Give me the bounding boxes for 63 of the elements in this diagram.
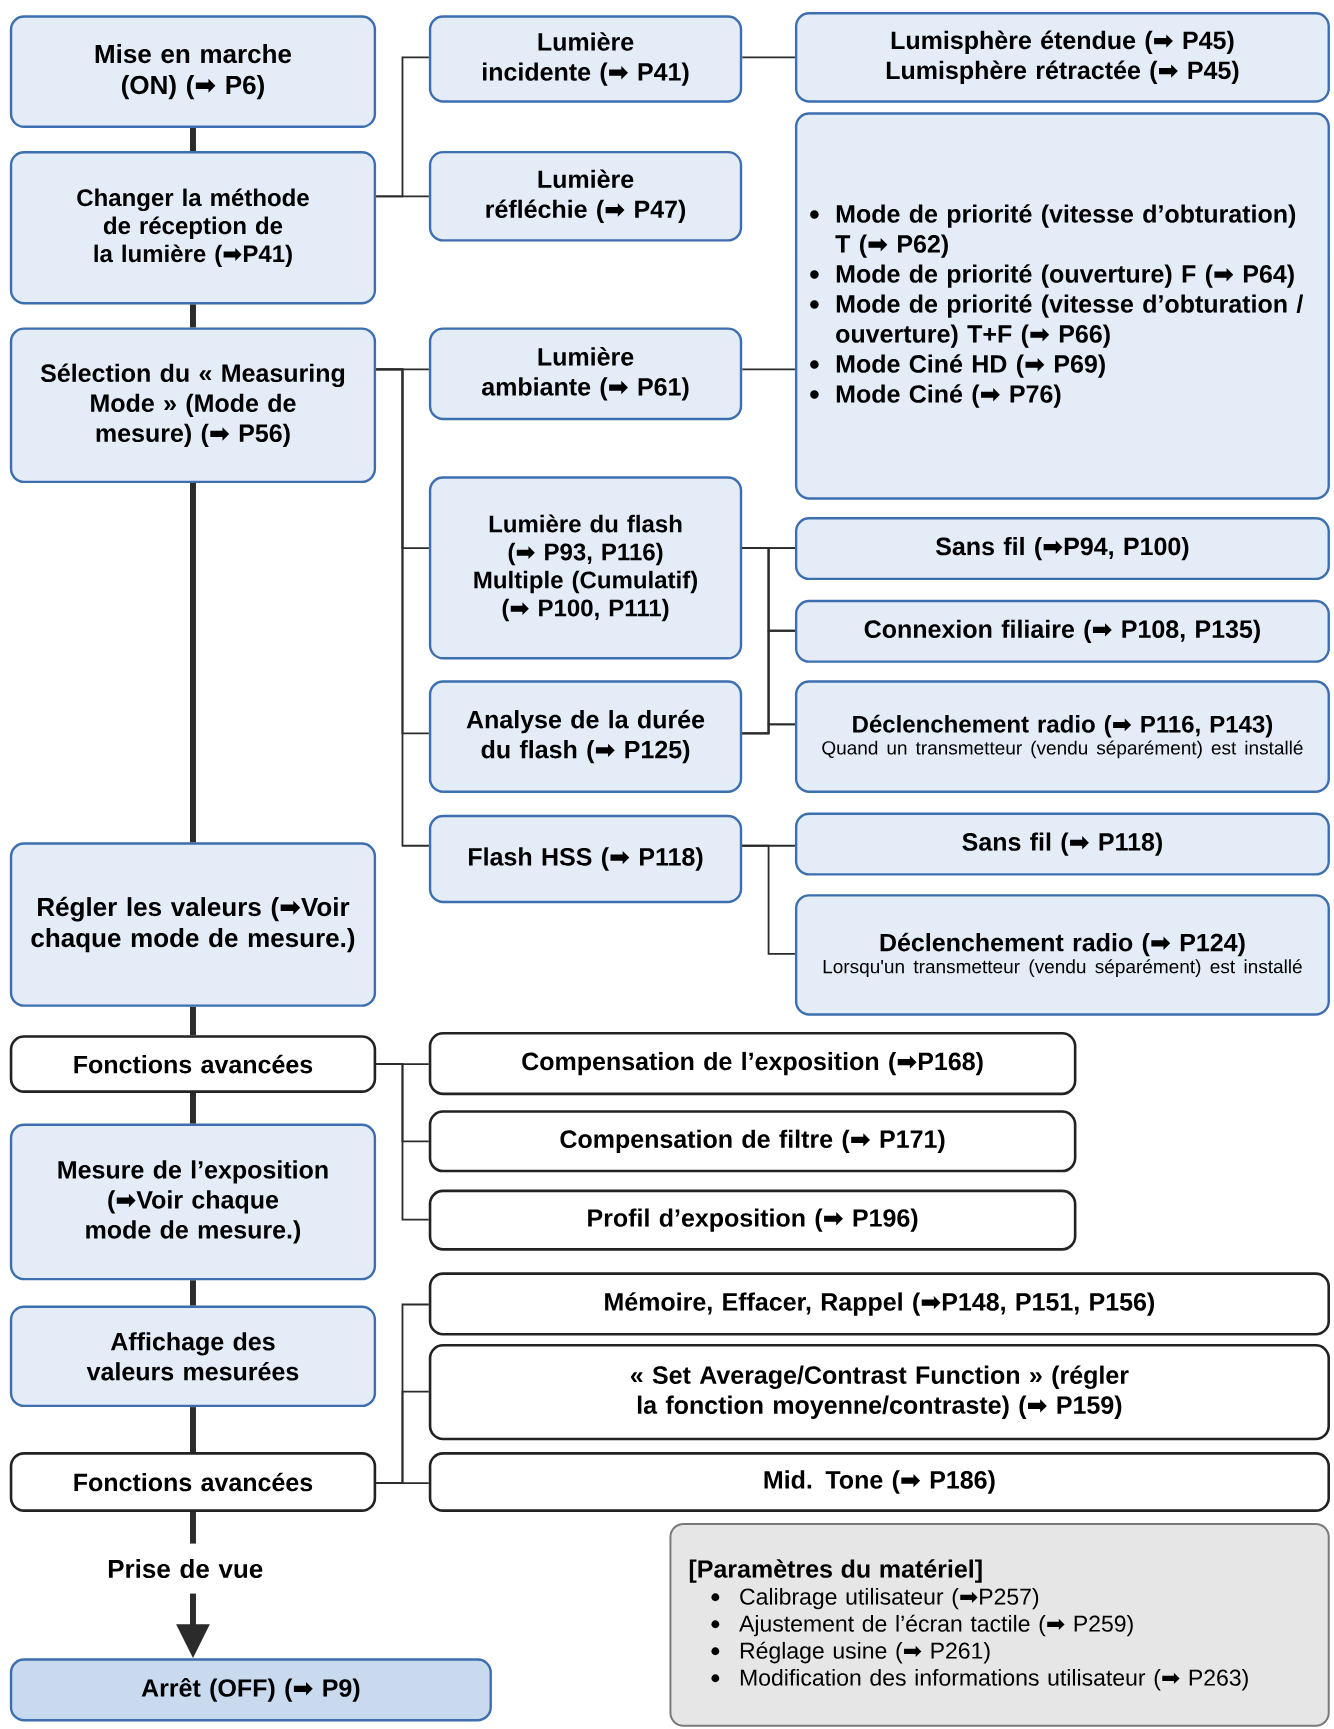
- connector-line: [741, 844, 796, 955]
- process-box: [794, 680, 1330, 793]
- flow-line: [189, 1006, 196, 1036]
- bullet-item: Calibrage utilisateur (➡P257): [711, 1587, 1039, 1610]
- process-box: Connexion filiaire (➡ P108, P135): [794, 599, 1330, 663]
- process-box: [428, 476, 743, 660]
- bullet-item: Mode Ciné HD (➡ P69): [810, 354, 1105, 378]
- connector-line: [375, 368, 430, 847]
- process-box: Régler les valeurs (➡Voir chaque mode de mesure.): [9, 842, 376, 1007]
- note-text: Quand un transmetteur (vendu séparément) est installé: [822, 740, 1303, 759]
- step-text: Prise de vue: [108, 1559, 263, 1579]
- process-box: Changer la méthode de réception de la lumière (➡P41): [9, 151, 376, 305]
- function-box: Profil d’exposition (➡ P196): [428, 1189, 1077, 1251]
- function-box: « Set Average/Contrast Function » (régler la fonction moyenne/contraste) (➡ P159): [428, 1344, 1330, 1441]
- flow-line: [189, 483, 196, 843]
- bullet-item: Mode Ciné (➡ P76): [810, 384, 1061, 408]
- connector-line: [741, 368, 796, 371]
- process-box: Flash HSS (➡ P118): [428, 814, 743, 904]
- process-box: Lumière ambiante (➡ P61): [428, 327, 743, 421]
- process-box: Sans fil (➡P94, P100): [794, 517, 1330, 581]
- process-box: Analyse de la durée du flash (➡ P125): [428, 680, 743, 793]
- function-box: Compensation de l’exposition (➡P168): [428, 1031, 1077, 1096]
- box-heading: Déclenchement radio (➡ P116, P143): [853, 714, 1272, 738]
- bullet-item: Mode de priorité (vitesse d’obturation) T (➡ P62): [810, 204, 1295, 258]
- process-box: [794, 894, 1330, 1016]
- connector-line: [741, 56, 796, 59]
- process-box: [794, 12, 1330, 103]
- flow-line: [189, 1511, 196, 1544]
- note-text: Lorsqu'un transmetteur (vendu séparément) est installé: [823, 959, 1302, 978]
- bullet-item: Mode de priorité (vitesse d’obturation / ouverture) T+F (➡ P66): [810, 294, 1303, 348]
- process-box: Lumière incidente (➡ P41): [428, 15, 743, 103]
- function-box: Compensation de filtre (➡ P171): [428, 1110, 1077, 1173]
- connector-line: [375, 1063, 430, 1221]
- end-box: Arrêt (OFF) (➡ P9): [9, 1658, 492, 1722]
- flow-line: [189, 1092, 196, 1124]
- box-text: Lumisphère rétractée (➡ P45): [886, 60, 1239, 85]
- connector-line: [375, 195, 430, 198]
- flow-line: [189, 1407, 196, 1453]
- connector-line: [375, 1482, 430, 1484]
- function-box: Mémoire, Effacer, Rappel (➡P148, P151, P156): [428, 1272, 1330, 1336]
- connector-line: [741, 723, 796, 735]
- process-box: Mesure de l’exposition (➡Voir chaque mode de mesure.): [9, 1123, 376, 1281]
- process-box: Lumière réfléchie (➡ P47): [428, 150, 743, 242]
- process-box: Sans fil (➡ P118): [794, 812, 1330, 876]
- function-box: Mid. Tone (➡ P186): [428, 1452, 1330, 1512]
- box-heading: Déclenchement radio (➡ P124): [880, 932, 1245, 957]
- flow-line: [189, 1280, 196, 1306]
- flow-line: [189, 304, 196, 328]
- settings-panel: [669, 1522, 1330, 1727]
- panel-heading: [Paramètres du matériel]: [689, 1559, 982, 1583]
- function-box: Fonctions avancées: [9, 1035, 377, 1093]
- box-text: Lumière du flash (➡ P93, P116): [489, 514, 682, 566]
- bullet-item: Mode de priorité (ouverture) F (➡ P64): [810, 264, 1294, 288]
- process-box: Mise en marche (ON) (➡ P6): [9, 15, 376, 128]
- function-box: Fonctions avancées: [9, 1452, 377, 1512]
- process-box: Sélection du « Measuring Mode » (Mode de mesure) (➡ P56): [9, 327, 376, 484]
- bullet-item: Réglage usine (➡ P261): [711, 1641, 990, 1664]
- process-box: Affichage des valeurs mesurées: [9, 1305, 376, 1408]
- box-text: Multiple (Cumulatif) (➡ P100, P111): [474, 570, 697, 622]
- process-box: [794, 112, 1330, 500]
- bullet-item: Modification des informations utilisateur (➡ P263): [711, 1668, 1248, 1691]
- box-text: Lumisphère étendue (➡ P45): [891, 30, 1234, 55]
- bullet-item: Ajustement de l’écran tactile (➡ P259): [711, 1614, 1133, 1637]
